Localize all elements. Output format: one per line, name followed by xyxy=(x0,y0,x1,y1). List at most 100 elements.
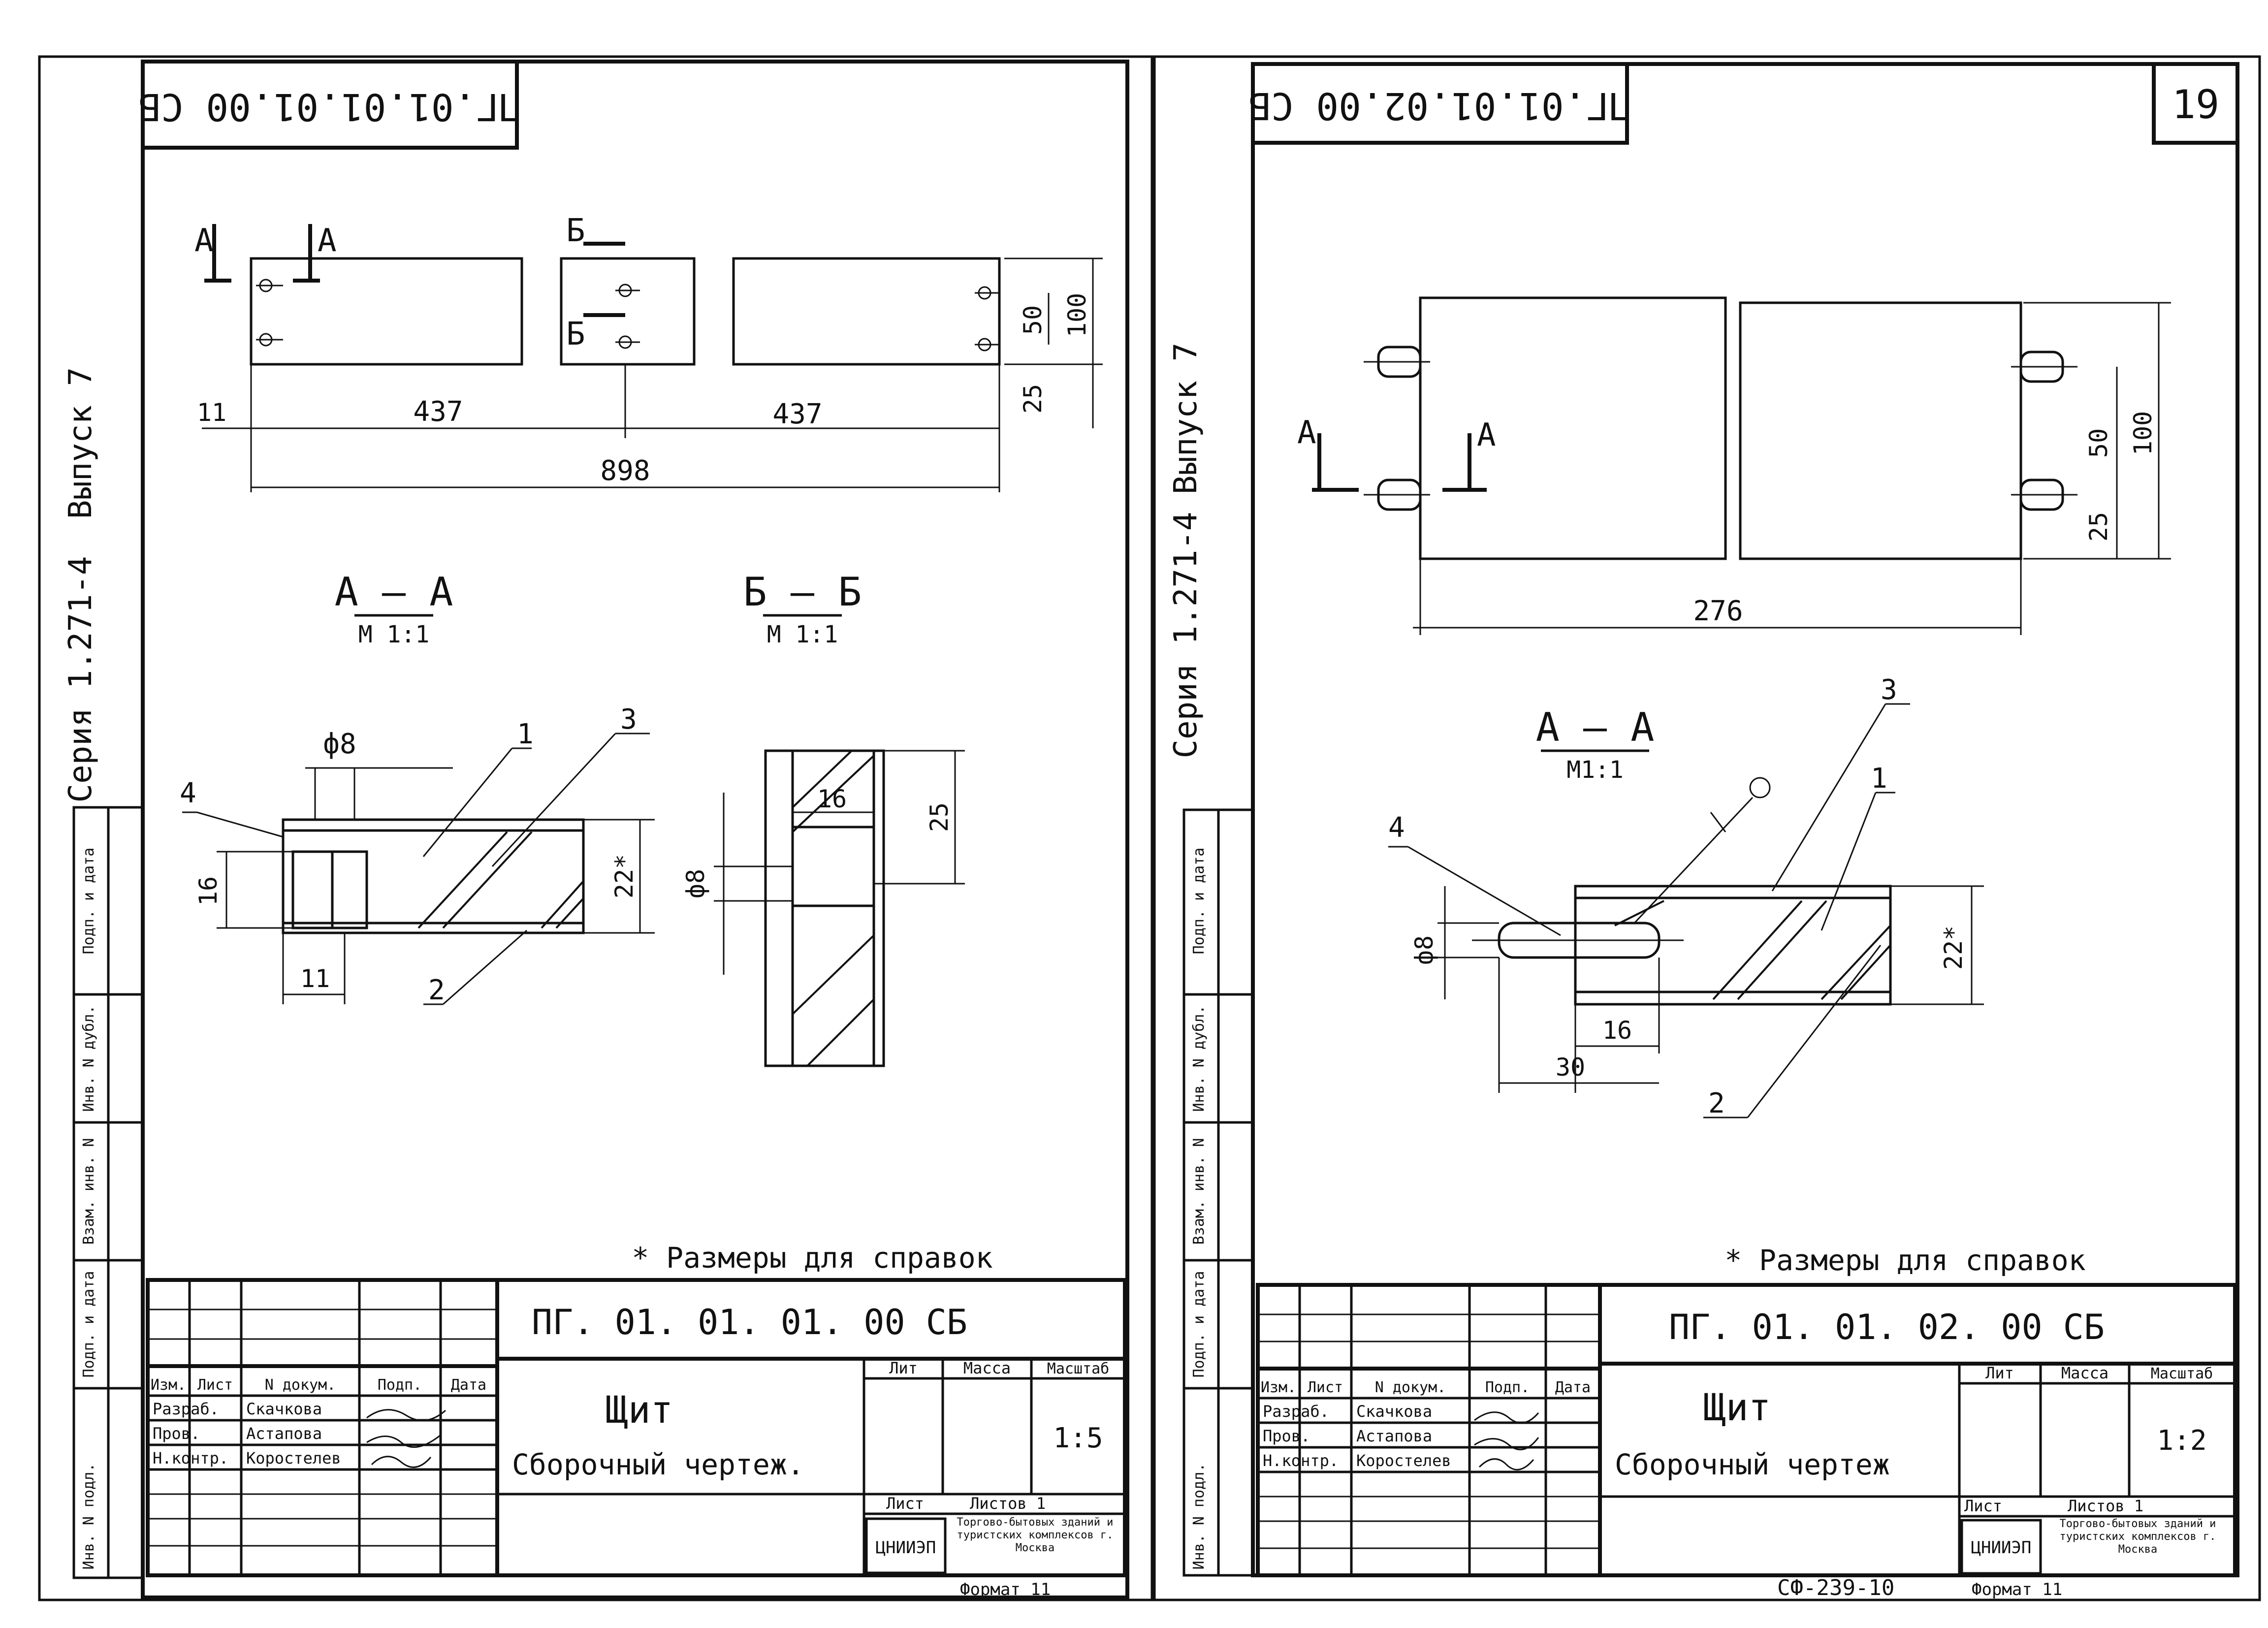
left-tb-subtitle: Сборочный чертеж. xyxy=(512,1448,804,1481)
right-dim-276: 276 xyxy=(1693,595,1743,627)
right-pos-4: 4 xyxy=(1388,812,1405,844)
right-tb-name-3: Коростелев xyxy=(1356,1451,1451,1470)
right-side-stamp: Инв. N подл. Подп. и дата Взам. инв. N И… xyxy=(1182,808,1254,1577)
left-pos-2: 2 xyxy=(428,974,445,1006)
left-code-stamp: ПГ.01.01.01.00 СБ xyxy=(138,85,521,129)
left-note: * Размеры для справок xyxy=(632,1241,992,1275)
left-tb-lit: Лит xyxy=(889,1359,918,1377)
right-tb-logo: ЦНИИЭП xyxy=(1971,1538,2032,1558)
right-side-issue: Выпуск 7 xyxy=(1168,343,1204,494)
left-bb-dim-d8: ф8 xyxy=(681,869,710,898)
right-tb-hdr-doc: N докум. xyxy=(1375,1379,1446,1396)
left-tb-role-2: Пров. xyxy=(153,1424,200,1443)
right-tb-name-2: Астапова xyxy=(1356,1427,1432,1445)
left-tb-sheet: Лист xyxy=(886,1494,924,1513)
right-top-view: А А 276 50 100 25 xyxy=(1297,296,2171,635)
right-title-block: Изм. Лист N докум. Подп. Дата Разраб. Ск… xyxy=(1256,1283,2237,1577)
left-code-stamp-box xyxy=(141,60,519,150)
left-tb-role-1: Разраб. xyxy=(153,1400,219,1418)
left-aa-dim-d8: ф8 xyxy=(323,728,356,760)
right-tb-logo-box xyxy=(1960,1519,2042,1575)
right-aa-dim-30: 30 xyxy=(1556,1053,1585,1082)
left-tb-logo-box xyxy=(865,1517,947,1574)
right-dim-100: 100 xyxy=(2129,411,2157,455)
left-aa-dim-22: 22* xyxy=(610,854,639,898)
left-aa-dim-11: 11 xyxy=(300,964,330,993)
right-tb-subtitle: Сборочный чертеж xyxy=(1615,1448,1890,1481)
right-tb-scale-label: Масштаб xyxy=(2151,1365,2213,1382)
left-dim-100: 100 xyxy=(1063,293,1091,337)
left-stamp-col-5: Подп. и дата xyxy=(80,848,97,955)
right-tb-role-2: Пров. xyxy=(1263,1427,1310,1445)
right-sheet: ПГ.01.01.02.00 СБ 19 Выпуск 7 Серия 1.27… xyxy=(1153,55,2261,1601)
left-tb-signatures xyxy=(366,1409,446,1468)
left-stamp-col-4: Инв. N дубл. xyxy=(80,1005,97,1112)
left-bb-dim-16: 16 xyxy=(817,785,847,813)
left-stamp-col-2: Подп. и дата xyxy=(80,1271,97,1378)
right-note: * Размеры для справок xyxy=(1725,1244,2085,1277)
right-tb-sheet: Лист xyxy=(1964,1497,2002,1515)
right-stamp-col-2: Подп. и дата xyxy=(1190,1271,1208,1378)
right-section-mark-a1: А xyxy=(1297,415,1316,451)
left-tb-mass: Масса xyxy=(963,1359,1011,1377)
left-tb-scale-label: Масштаб xyxy=(1047,1360,1109,1377)
right-tb-role-1: Разраб. xyxy=(1263,1402,1329,1421)
left-tb-org: Торгово-бытовых зданий и туристских комп… xyxy=(957,1516,1114,1554)
right-tb-hdr-list: Лист xyxy=(1308,1379,1343,1396)
left-dim-898: 898 xyxy=(600,455,650,487)
right-tb-hdr-izm: Изм. xyxy=(1261,1379,1296,1396)
left-bb-dim-25: 25 xyxy=(925,802,954,832)
right-code-stamp: ПГ.01.01.02.00 СБ xyxy=(1248,84,1631,128)
left-dim-437-a: 437 xyxy=(413,396,463,428)
left-side-stamp: Инв. N подл. Подп. и дата Взам. инв. N И… xyxy=(72,806,144,1579)
left-stamp-col-3: Взам. инв. N xyxy=(80,1138,97,1245)
right-stamp-col-3: Взам. инв. N xyxy=(1190,1138,1208,1245)
left-side-series: Серия 1.271-4 xyxy=(63,556,99,803)
left-tb-name-3: Коростелев xyxy=(246,1449,341,1468)
left-tb-name-2: Астапова xyxy=(246,1424,322,1443)
left-tb-hdr-date: Дата xyxy=(451,1376,486,1394)
right-tb-hdr-sign: Подп. xyxy=(1485,1379,1530,1396)
left-section-mark-b1: Б xyxy=(566,213,585,249)
right-dim-25: 25 xyxy=(2084,512,2113,542)
left-tb-hdr-list: Лист xyxy=(197,1376,233,1394)
right-section-aa-title: А — А xyxy=(1536,704,1655,750)
left-tb-logo: ЦНИИЭП xyxy=(876,1538,936,1558)
left-pos-1: 1 xyxy=(517,718,534,750)
left-side-issue: Выпуск 7 xyxy=(63,367,99,519)
left-tb-hdr-doc: N докум. xyxy=(265,1376,336,1394)
left-dim-437-b: 437 xyxy=(772,398,822,430)
right-code-stamp-box xyxy=(1251,62,1629,145)
right-stamp-col-1: Инв. N подл. xyxy=(1190,1463,1208,1570)
left-section-aa: А – А М 1:1 ф8 16 11 xyxy=(180,569,655,1006)
right-tb-name: Щит xyxy=(1703,1385,1771,1429)
left-section-mark-a1: А xyxy=(194,223,214,259)
left-tb-name: Щит xyxy=(606,1388,673,1432)
left-section-aa-title: А – А xyxy=(335,569,453,615)
left-section-bb-scale: М 1:1 xyxy=(767,621,838,648)
right-section-mark-a2: А xyxy=(1477,417,1496,453)
left-tb-hdr-sign: Подп. xyxy=(378,1376,422,1394)
right-side-series: Серия 1.271-4 xyxy=(1168,512,1204,759)
right-pos-2: 2 xyxy=(1708,1087,1725,1119)
right-aa-dim-16: 16 xyxy=(1602,1016,1632,1045)
right-page-number: 19 xyxy=(2172,82,2219,128)
right-tb-code: ПГ. 01. 01. 02. 00 СБ xyxy=(1669,1307,2105,1347)
left-tb-scale-value: 1:5 xyxy=(1053,1422,1103,1454)
left-dim-25: 25 xyxy=(1019,384,1047,414)
right-aa-dim-d8: ф8 xyxy=(1410,935,1438,965)
left-tb-name-1: Скачкова xyxy=(246,1400,322,1418)
left-sheet: ПГ.01.01.01.00 СБ Выпуск 7 Серия 1.271-4… xyxy=(38,55,1153,1601)
left-format: Формат 11 xyxy=(960,1580,1051,1599)
left-pos-4: 4 xyxy=(180,777,196,809)
left-dim-11: 11 xyxy=(197,398,226,427)
left-section-bb-title: Б – Б xyxy=(743,569,862,615)
right-dim-50: 50 xyxy=(2084,428,2113,458)
left-section-bb: Б – Б М 1:1 16 25 ф8 xyxy=(681,569,965,1067)
left-tb-role-3: Н.контр. xyxy=(153,1449,228,1468)
left-tb-hdr-izm: Изм. xyxy=(151,1376,186,1394)
left-stamp-col-1: Инв. N подл. xyxy=(80,1463,97,1570)
right-page-number-box xyxy=(2152,62,2239,145)
right-tb-role-3: Н.контр. xyxy=(1263,1451,1339,1470)
right-tb-mass: Масса xyxy=(2061,1364,2108,1382)
